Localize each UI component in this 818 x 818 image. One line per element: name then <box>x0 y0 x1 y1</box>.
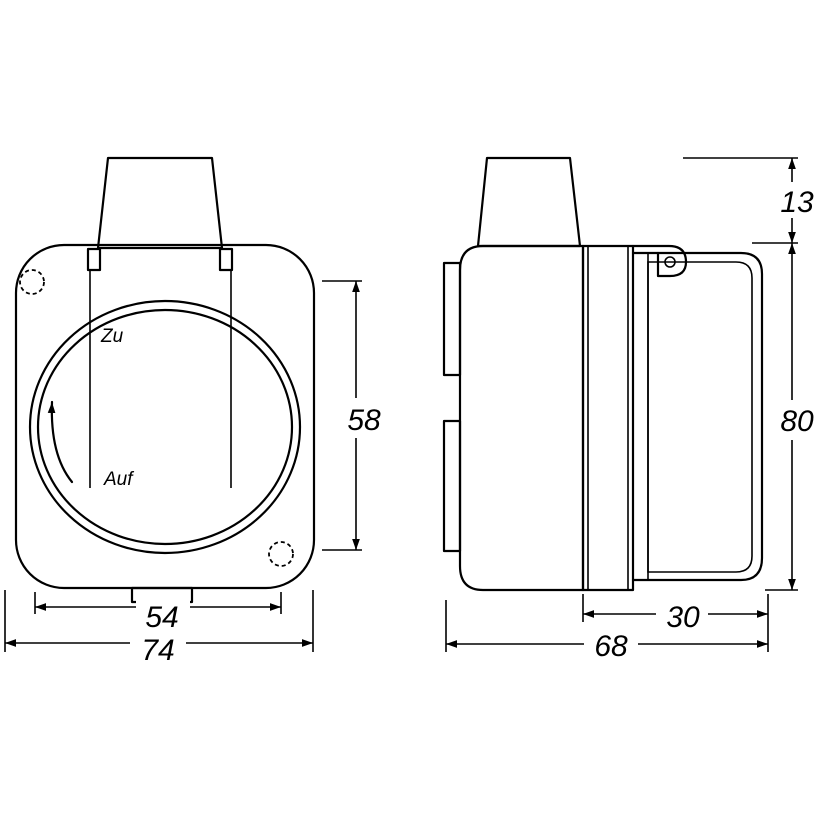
side-rib-upper <box>442 261 462 377</box>
side-rib-lower <box>442 419 462 553</box>
side-seal-frame <box>581 244 635 592</box>
dimension-side-body-height: 80 <box>780 405 814 438</box>
dimension-side-total-depth: 68 <box>594 630 628 663</box>
front-cover-inner-ring <box>36 308 294 546</box>
arrow-up-icon <box>47 400 74 484</box>
front-top-cap <box>96 156 224 250</box>
dimension-front-inner-width: 54 <box>145 601 178 634</box>
side-cover-body <box>458 244 585 592</box>
side-top-cap <box>476 156 582 248</box>
label-closed: Zu <box>100 326 124 347</box>
front-dimensions: 58 54 74 <box>4 280 381 667</box>
screw-icon <box>268 541 294 567</box>
dimension-front-total-width: 74 <box>141 634 174 667</box>
side-dimensions: 13 80 30 68 <box>445 157 816 664</box>
side-view <box>442 156 764 592</box>
screw-icon <box>19 269 45 295</box>
front-hinge-tab-left <box>86 247 102 272</box>
dimension-side-rear-depth: 30 <box>666 601 700 634</box>
side-mounting-lug <box>631 244 688 278</box>
dimension-side-top-height: 13 <box>780 186 814 219</box>
front-housing <box>14 243 316 590</box>
front-hinge-tab-right <box>218 247 234 272</box>
label-open: Auf <box>103 469 134 490</box>
front-view: Zu Auf <box>14 156 316 604</box>
front-cover-outer-ring <box>28 299 302 555</box>
dimension-front-height: 58 <box>347 404 381 437</box>
side-rear-box <box>631 251 764 582</box>
